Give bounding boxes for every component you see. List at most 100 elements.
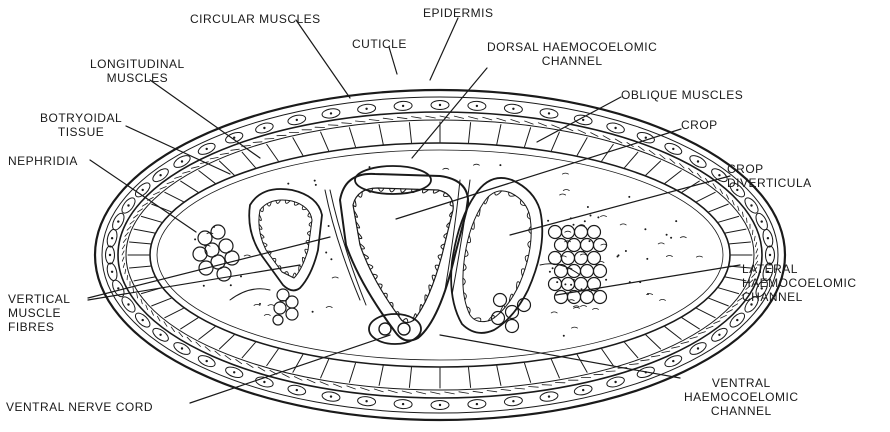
lateral-channel-lobe [575,252,588,265]
muscle-block-divider [525,363,531,382]
small-vesicles [273,289,298,325]
muscle-block-divider [242,342,255,357]
lateral-channel-lobe [562,252,575,265]
muscle-block-divider [321,359,329,378]
lateral-channel-lobe [549,278,562,291]
muscle-block-divider [409,123,411,143]
muscle-block-divider [709,204,729,212]
label-botryoidal-tissue: BOTRYOIDAL TISSUE [40,111,122,139]
muscle-block-divider [646,335,661,349]
muscle-block-divider [321,132,329,151]
muscle-block-divider [625,342,638,357]
muscle-block-divider [130,266,151,268]
muscle-block-divider [577,138,587,156]
muscle-block-divider [219,335,234,349]
lateral-channel-lobe [588,226,601,239]
muscle-block-divider [134,229,155,233]
muscle-block-divider [199,327,215,340]
muscle-block-divider [469,368,471,388]
muscle-block-divider [551,132,559,151]
label-cuticle: CUTICLE [352,37,407,51]
muscle-block-divider [646,161,661,175]
muscle-block-divider [697,308,716,317]
muscle-block-divider [141,216,161,222]
label-crop-diverticula: CROP DIVERTICULA [727,162,812,190]
lateral-channel-lobe [568,239,581,252]
muscle-block-divider [697,192,716,201]
muscle-block-divider [349,363,355,382]
label-nephridia: NEPHRIDIA [8,154,78,168]
muscle-block-divider [665,327,681,340]
lateral-channel-lobe [594,239,607,252]
lateral-channel-lobe [575,226,588,239]
label-vertical-muscle-fibres: VERTICAL MUSCLE FIBRES [8,292,70,334]
muscle-block-divider [181,318,198,329]
muscle-block-divider [293,355,303,373]
muscle-block-divider [267,144,279,161]
muscle-block-divider [409,368,411,388]
label-crop: CROP [681,118,718,132]
muscle-block-divider [267,349,279,366]
muscle-block-divider [165,308,184,317]
label-oblique-muscles: OBLIQUE MUSCLES [621,88,743,102]
muscle-block-divider [242,152,255,167]
muscle-block-divider [293,138,303,156]
lateral-channel-lobe [506,320,519,333]
lateral-channel-lobe [555,239,568,252]
muscle-block-divider [725,229,746,233]
muscle-block-divider [709,298,729,306]
left-crop-diverticulum [249,189,322,290]
nerve-cord-ganglion-left [379,323,391,335]
muscle-block-divider [682,318,699,329]
lateral-channel-lobe [581,239,594,252]
lateral-channel-lobe [581,291,594,304]
muscle-block-divider [181,181,198,192]
label-ventral-nerve-cord: VENTRAL NERVE CORD [6,400,153,414]
muscle-block-divider [625,152,638,167]
lateral-channel-lobe [549,226,562,239]
muscle-block-divider [165,192,184,201]
lateral-channel-lobe [562,226,575,239]
nephridia-cluster [193,225,239,281]
muscle-block-divider [349,128,355,147]
muscle-block-divider [469,123,471,143]
lateral-channel-lobe [555,291,568,304]
muscle-block-divider [379,366,383,386]
lateral-channel-lobe [588,252,601,265]
lateral-channel-lobe [494,294,507,307]
muscle-block-divider [525,128,531,147]
label-longitudinal-muscles: LONGITUDINAL MUSCLES [90,57,185,85]
muscle-block-divider [134,277,155,281]
muscle-block-divider [730,242,751,244]
muscle-block-divider [577,355,587,373]
muscle-block-divider [379,125,383,145]
muscle-block-divider [551,359,559,378]
label-ventral-haemocoelomic-channel: VENTRAL HAEMOCOELOMIC CHANNEL [684,376,799,418]
lateral-channel-lobe [549,252,562,265]
label-lateral-haemocoelomic-channel: LATERAL HAEMOCOELOMIC CHANNEL [742,262,857,304]
vertical-muscle-fibres [230,180,580,305]
muscle-block-divider [130,242,151,244]
muscle-block-divider [602,349,614,366]
crop-folds [259,188,531,323]
muscle-block-divider [199,171,215,184]
label-dorsal-haemocoelomic-channel: DORSAL HAEMOCOELOMIC CHANNEL [487,40,657,68]
lateral-channel-lobe [594,291,607,304]
lateral-channel-lobe [581,265,594,278]
muscle-block-divider [665,171,681,184]
muscle-block-divider [497,125,501,145]
muscle-block-divider [497,366,501,386]
nerve-cord-ganglion-right [398,323,410,335]
nephridium-lobe [193,247,207,261]
label-circular-muscles: CIRCULAR MUSCLES [190,12,321,26]
nephridium-lobe [211,225,225,239]
muscle-block-divider [719,216,739,222]
muscle-block-divider [152,298,172,306]
lateral-channel-lobe [506,306,519,319]
label-epidermis: EPIDERMIS [423,6,494,20]
lateral-channel-lobe [594,265,607,278]
lateral-channel-lobe [562,278,575,291]
left-diverticulum-lining [259,200,312,278]
muscle-block-divider [719,288,739,294]
